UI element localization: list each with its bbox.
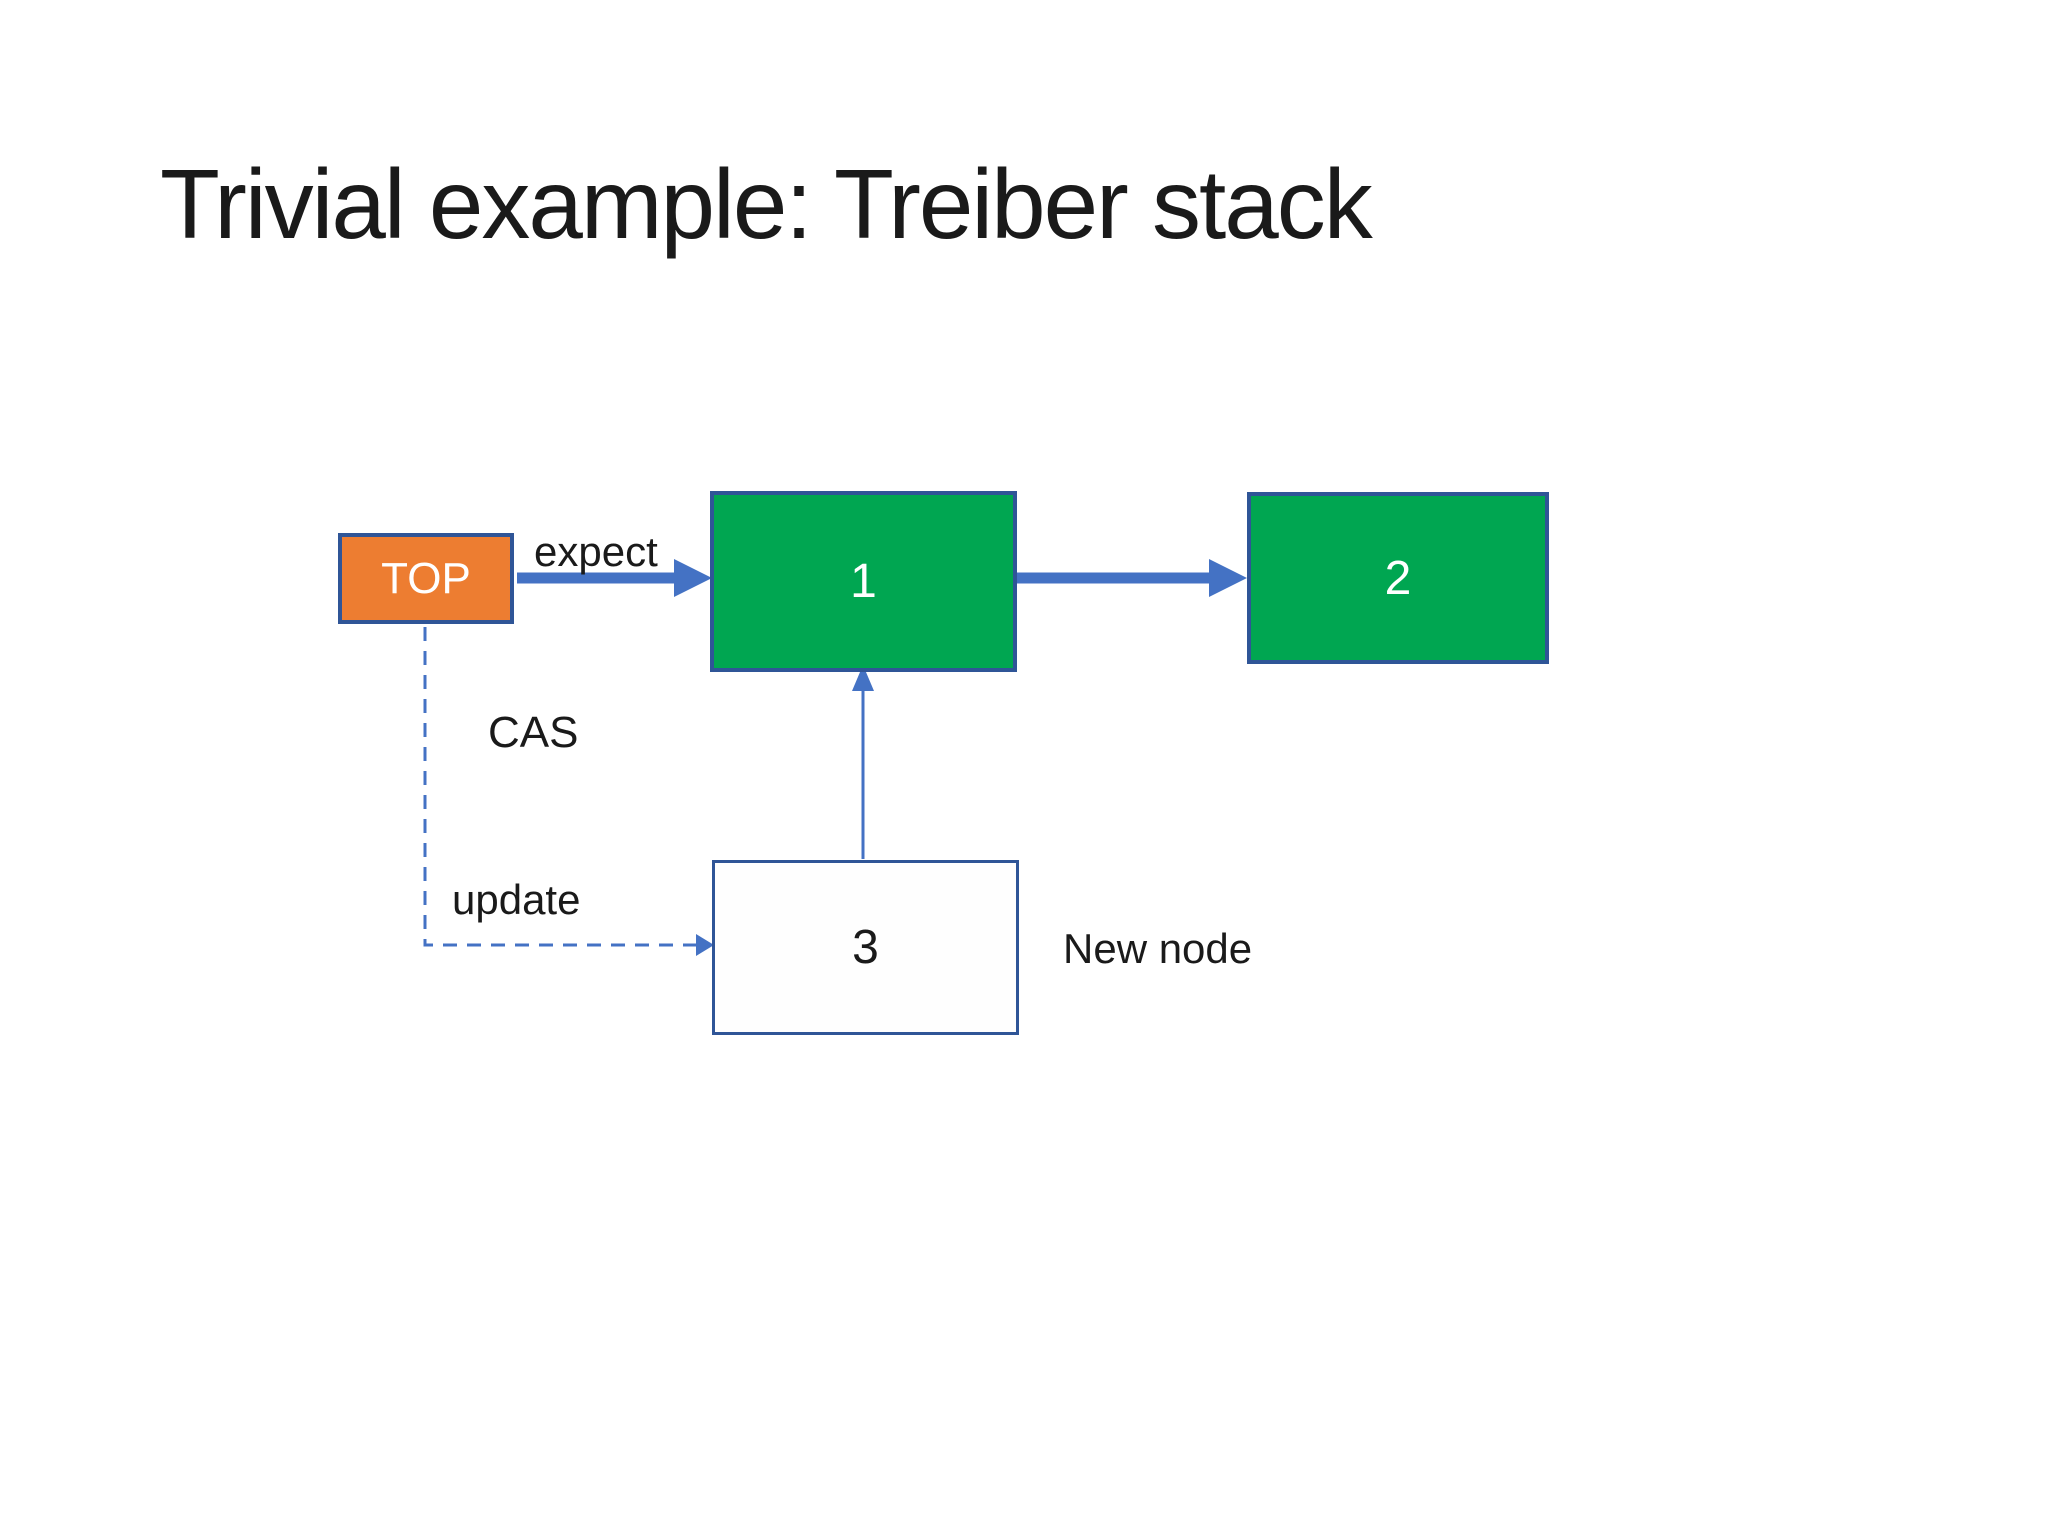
next-pointer-arrow-icon [1017,559,1247,597]
update-label: update [452,876,581,923]
stack-node-2: 2 [1247,492,1549,664]
slide-title: Trivial example: Treiber stack [160,149,1373,259]
top-pointer-box: TOP [338,533,514,624]
new-node-label: 3 [852,921,879,974]
new-node-next-arrow-icon [852,665,874,859]
expect-label: expect [534,528,658,575]
stack-node-2-label: 2 [1384,551,1412,605]
top-pointer-label: TOP [381,553,471,603]
cas-label: CAS [488,708,579,757]
stack-node-1: 1 [710,491,1017,672]
new-node-caption: New node [1063,925,1253,972]
stack-node-1-label: 1 [850,555,877,608]
new-node-box: 3 [712,860,1019,1035]
